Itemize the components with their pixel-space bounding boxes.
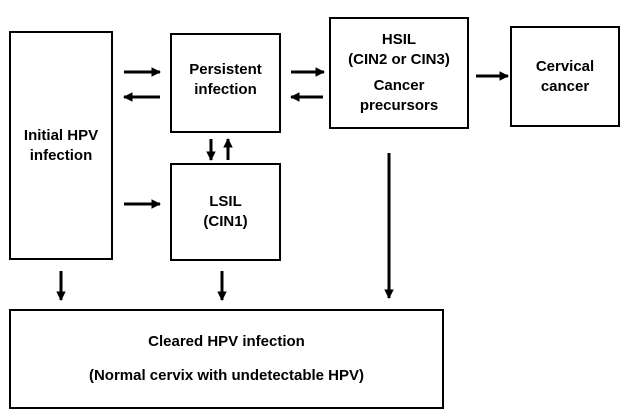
node-label-line: infection bbox=[194, 81, 257, 98]
node-label-line: infection bbox=[29, 146, 93, 164]
node-persistent-infection: Persistent infection bbox=[170, 33, 281, 133]
node-label-line: LSIL bbox=[209, 193, 242, 210]
node-label-line: Cleared HPV infection bbox=[148, 333, 305, 350]
node-label-line: precursors bbox=[359, 97, 439, 114]
node-label-line: Cancer bbox=[373, 77, 425, 94]
node-cervical-cancer: Cervical cancer bbox=[510, 26, 620, 127]
node-label-line: Initial HPV bbox=[23, 126, 99, 144]
node-label-line: (CIN1) bbox=[203, 213, 248, 230]
node-label-line: Cervical bbox=[535, 57, 595, 75]
node-label-line: (CIN2 or CIN3) bbox=[348, 51, 450, 68]
node-label-line: Persistent bbox=[189, 61, 262, 78]
node-label-line: cancer bbox=[540, 77, 590, 95]
node-hsil: HSIL (CIN2 or CIN3) Cancer precursors bbox=[329, 17, 469, 129]
node-lsil: LSIL (CIN1) bbox=[170, 163, 281, 261]
node-label-line: HSIL bbox=[381, 31, 417, 48]
node-initial-hpv-infection: Initial HPV infection bbox=[9, 31, 113, 260]
node-cleared-hpv-infection: Cleared HPV infection (Normal cervix wit… bbox=[9, 309, 444, 409]
node-label-line: (Normal cervix with undetectable HPV) bbox=[88, 367, 365, 384]
